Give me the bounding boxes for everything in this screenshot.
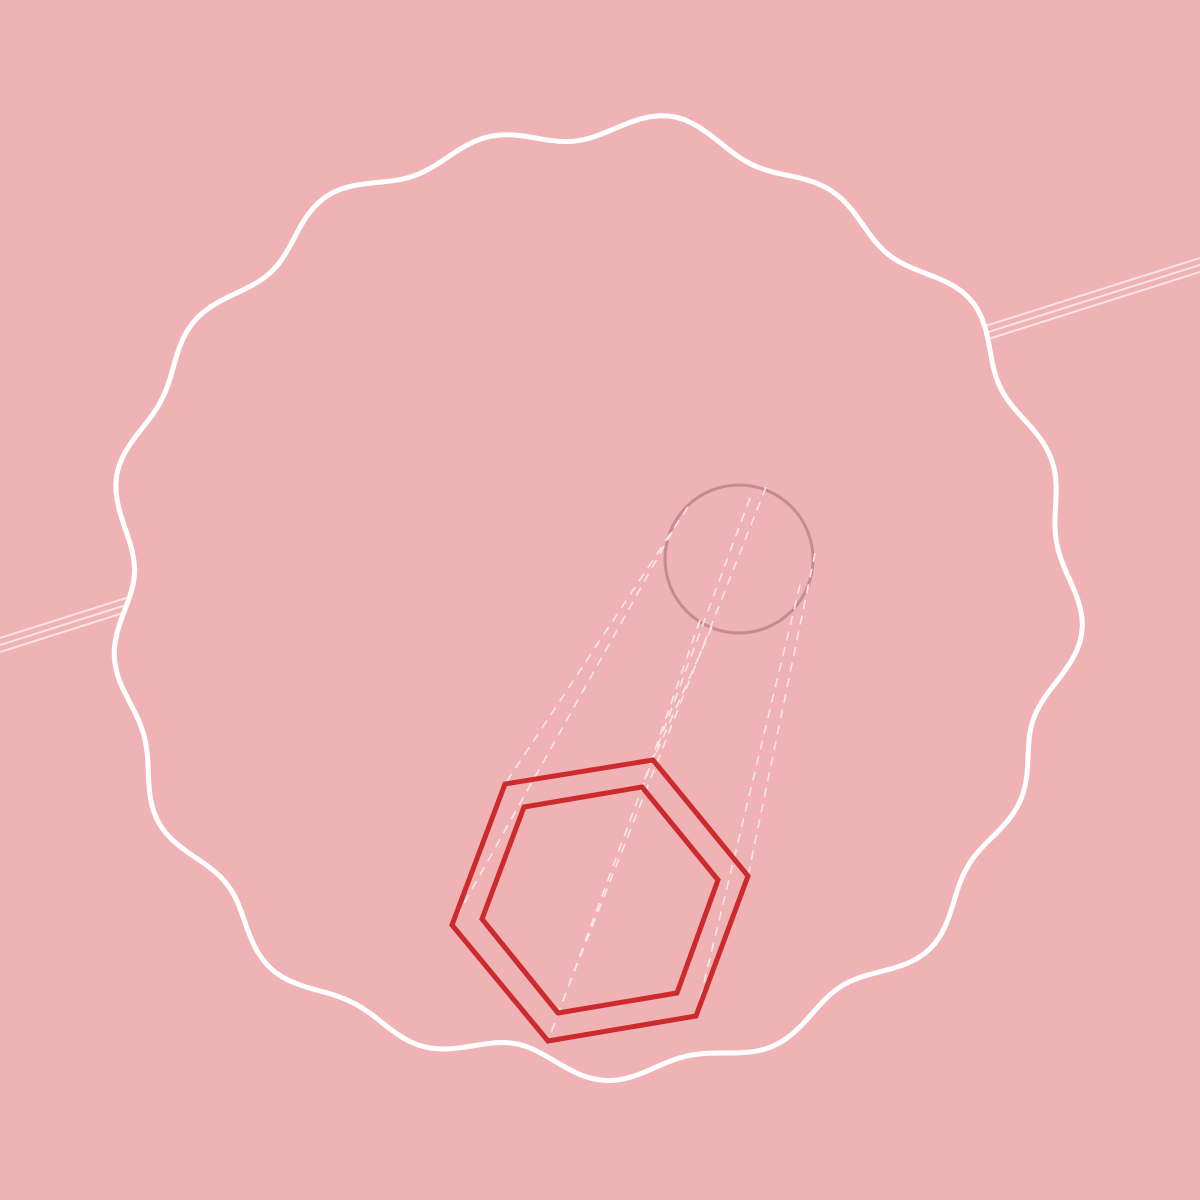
projection-line [451,531,673,926]
projection-line [747,552,816,877]
wavy-blob-outline [111,113,1085,1084]
projection-line [547,497,751,1042]
projection-line [695,584,801,1017]
projection-lines [451,486,816,1042]
projection-line [652,626,713,761]
outer-hexagon [449,757,751,1044]
projection-line [557,486,767,1014]
projection-line [504,506,689,785]
inner-hexagon [479,784,721,1016]
